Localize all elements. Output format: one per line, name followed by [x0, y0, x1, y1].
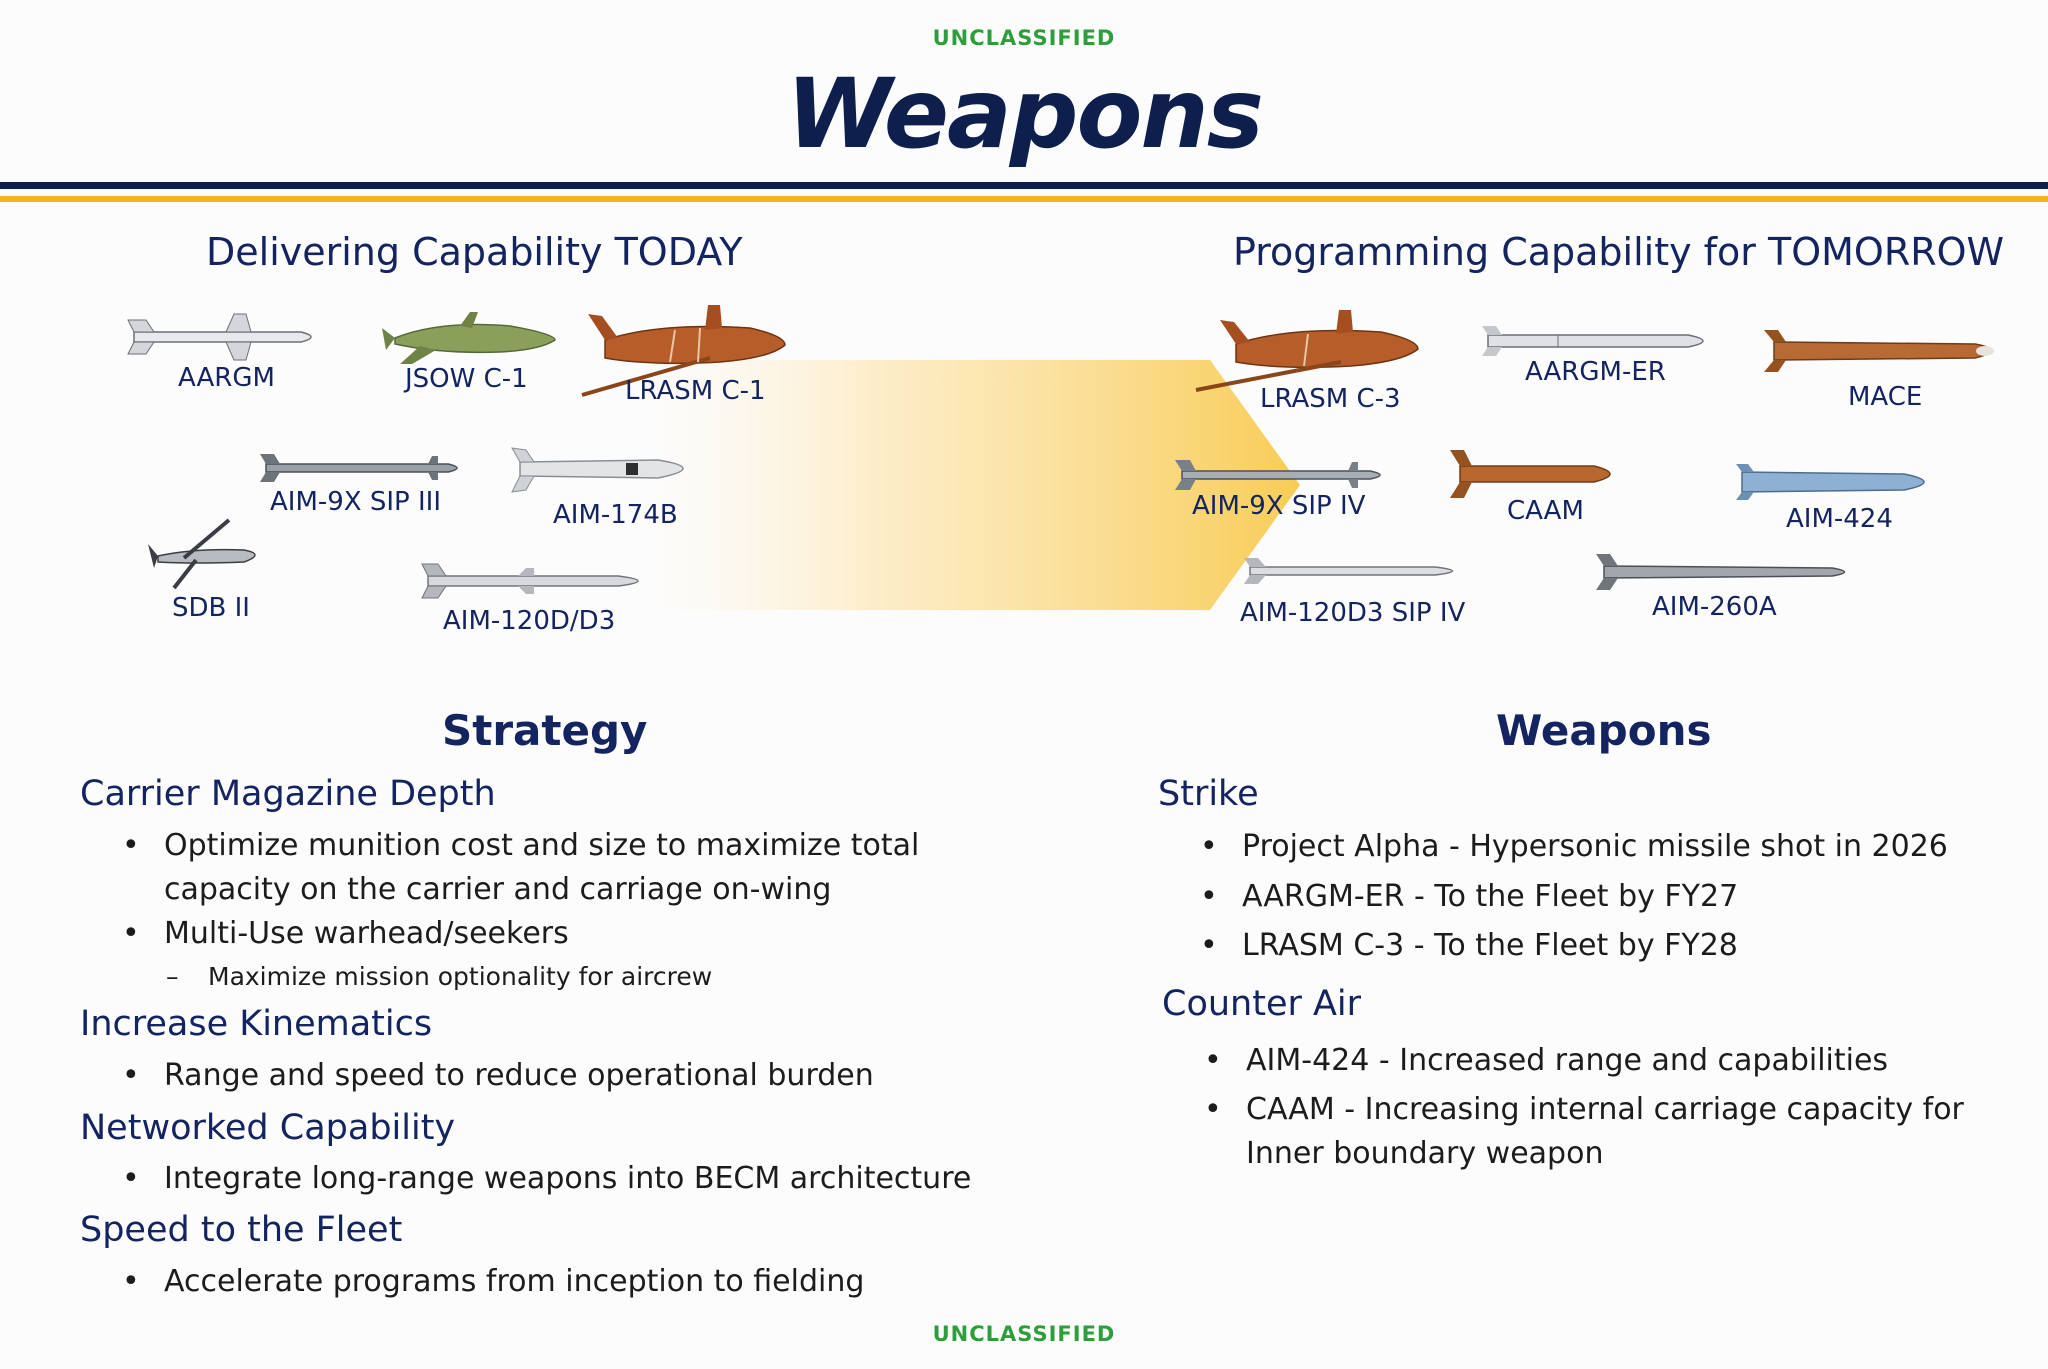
header-rule-navy — [0, 182, 2048, 189]
strategy-heading-carrier-magazine-depth: Carrier Magazine Depth — [80, 774, 496, 814]
strategy-heading-networked-capability: Networked Capability — [80, 1108, 456, 1148]
strategy-bullet: •Accelerate programs from inception to f… — [122, 1264, 865, 1299]
today-heading: Delivering Capability TODAY — [206, 230, 743, 274]
classification-banner-bottom: UNCLASSIFIED — [932, 1322, 1116, 1346]
weapons-heading-strike: Strike — [1158, 774, 1259, 814]
aim-9x-sip-iii-missile-icon — [260, 454, 458, 482]
weapon-label-lrasm-c3: LRASM C-3 — [1260, 384, 1401, 414]
weapon-label-aargm: AARGM — [178, 363, 275, 393]
weapon-label-lrasm-c1: LRASM C-1 — [625, 376, 766, 406]
lrasm-c3-missile-icon — [1195, 310, 1419, 392]
weapons-bullet: •AIM-424 - Increased range and capabilit… — [1204, 1043, 1889, 1078]
aargm-er-missile-icon — [1482, 326, 1704, 356]
tomorrow-heading: Programming Capability for TOMORROW — [1233, 230, 2005, 274]
strategy-sub-bullet: –Maximize mission optionality for aircre… — [166, 962, 713, 991]
aim-424-missile-icon — [1736, 464, 1925, 500]
weapons-column-title: Weapons — [1496, 706, 1712, 755]
weapon-label-jsow-c1: JSOW C-1 — [405, 364, 528, 394]
strategy-bullet: •Optimize munition cost and size to maxi… — [122, 828, 920, 907]
classification-banner-top: UNCLASSIFIED — [932, 26, 1116, 50]
weapon-label-aim-120d-d3: AIM-120D/D3 — [443, 606, 616, 636]
aargm-missile-icon — [127, 313, 312, 361]
aim-120d-d3-missile-icon — [421, 563, 639, 599]
strategy-title: Strategy — [442, 706, 648, 755]
weapon-label-aim-120d3-sip-iv: AIM-120D3 SIP IV — [1240, 598, 1466, 628]
page-title: Weapons — [786, 58, 1264, 170]
header-rule-gold — [0, 196, 2048, 202]
weapon-label-sdb-ii: SDB II — [172, 593, 250, 623]
weapon-label-aargm-er: AARGM-ER — [1525, 357, 1666, 387]
caam-missile-icon — [1450, 450, 1611, 498]
weapon-label-mace: MACE — [1848, 382, 1923, 412]
weapon-label-aim-424: AIM-424 — [1786, 504, 1893, 534]
lrasm-c1-missile-icon — [581, 305, 786, 397]
weapons-bullet: •AARGM-ER - To the Fleet by FY27 — [1200, 879, 1739, 914]
weapons-heading-counter-air: Counter Air — [1162, 984, 1362, 1024]
aim-120d3-sip-iv-missile-icon — [1244, 558, 1454, 584]
strategy-bullet: •Integrate long-range weapons into BECM … — [122, 1161, 972, 1196]
aim-174b-missile-icon — [511, 447, 684, 493]
weapon-label-aim-9x-sip-iv: AIM-9X SIP IV — [1192, 491, 1366, 521]
strategy-heading-increase-kinematics: Increase Kinematics — [80, 1004, 433, 1044]
jsow-c1-glide-bomb-icon — [382, 312, 556, 364]
mace-missile-icon — [1764, 330, 1994, 372]
weapon-label-aim-9x-sip-iii: AIM-9X SIP III — [270, 487, 442, 517]
strategy-bullet: •Multi-Use warhead/seekers — [122, 916, 569, 951]
sdb-ii-bomb-icon — [148, 518, 256, 590]
strategy-bullet: •Range and speed to reduce operational b… — [122, 1058, 874, 1093]
aim-9x-sip-iv-missile-icon — [1175, 460, 1381, 490]
weapon-label-aim-260a: AIM-260A — [1652, 592, 1777, 622]
weapons-bullet: •CAAM - Increasing internal carriage cap… — [1204, 1092, 1964, 1171]
weapons-bullet: •Project Alpha - Hypersonic missile shot… — [1200, 829, 1948, 864]
strategy-heading-speed-to-the-fleet: Speed to the Fleet — [80, 1210, 403, 1250]
weapon-label-aim-174b: AIM-174B — [553, 500, 678, 530]
aim-260a-missile-icon — [1596, 554, 1846, 590]
weapons-bullet: •LRASM C-3 - To the Fleet by FY28 — [1200, 928, 1738, 963]
weapon-label-caam: CAAM — [1507, 496, 1584, 526]
